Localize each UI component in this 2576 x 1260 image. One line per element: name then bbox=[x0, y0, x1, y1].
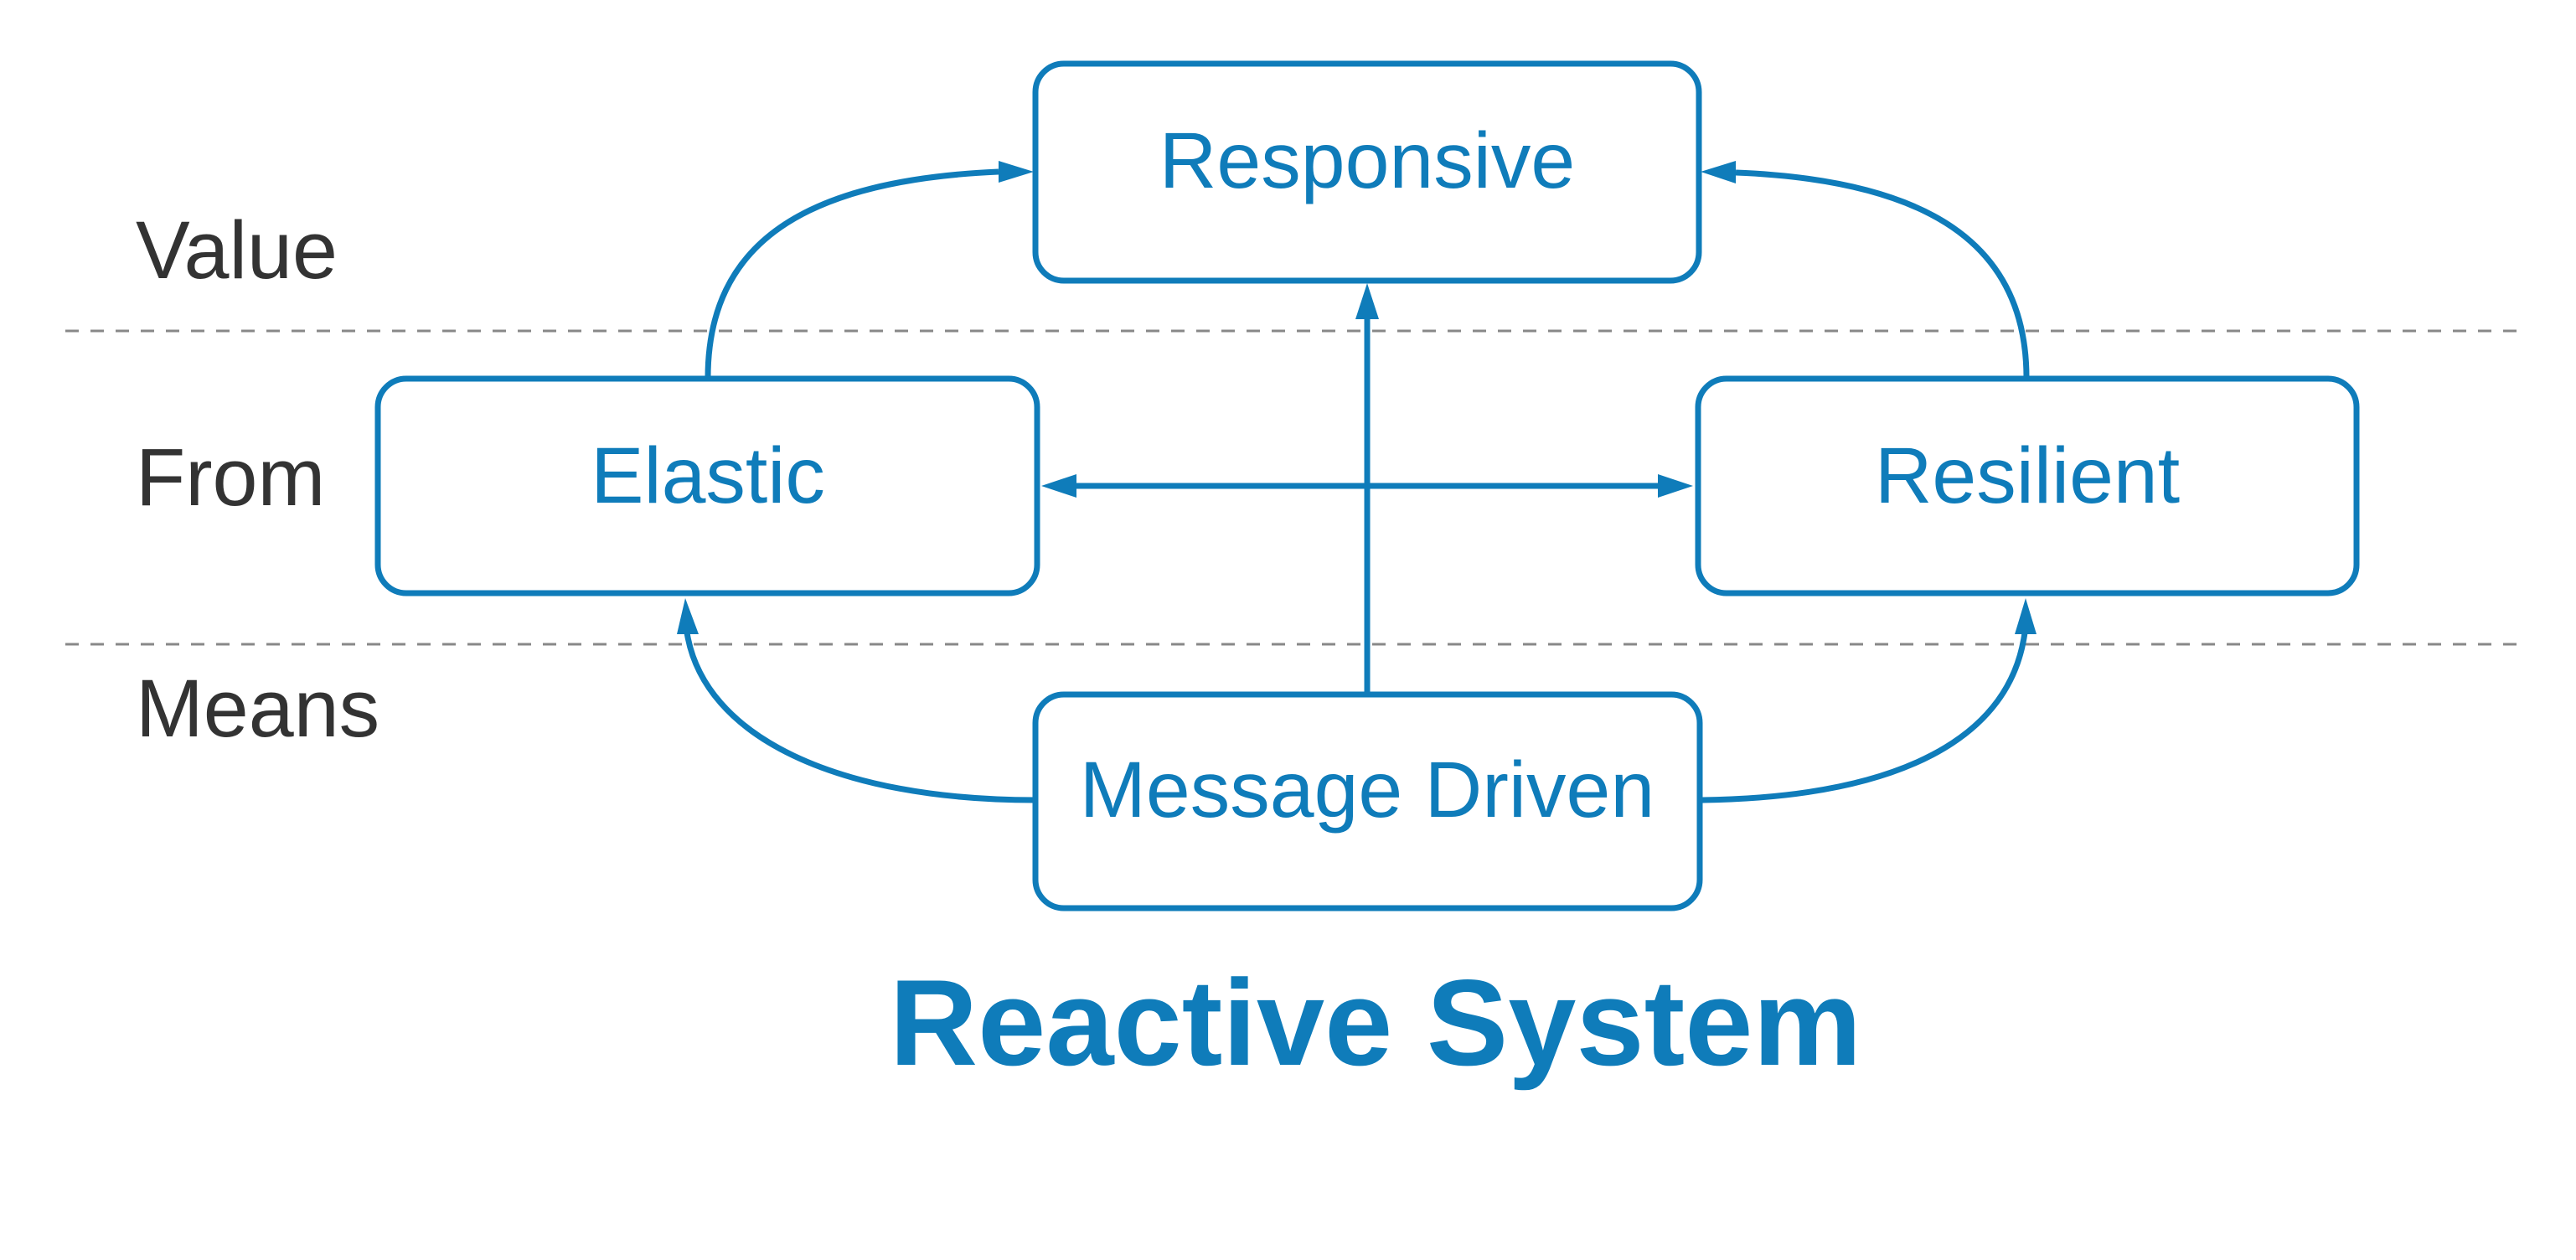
layer-label-from: From bbox=[136, 431, 325, 523]
node-resilient-label: Resilient bbox=[1875, 431, 2180, 520]
diagram-title: Reactive System bbox=[890, 954, 1862, 1091]
node-elastic: Elastic bbox=[374, 375, 1040, 596]
node-resilient-box bbox=[1695, 375, 2360, 596]
edge-message-driven-to-resilient bbox=[1700, 632, 2028, 803]
node-message-driven: Message Driven bbox=[1032, 691, 1703, 911]
edge-resilient-to-responsive bbox=[1735, 169, 2030, 379]
node-elastic-box bbox=[374, 375, 1040, 596]
arrowhead-to-resilient bbox=[1658, 474, 1693, 498]
arrowhead-message-driven-to-elastic bbox=[677, 598, 699, 634]
node-responsive-box bbox=[1032, 60, 1702, 284]
layer-label-value: Value bbox=[136, 204, 338, 296]
node-message-driven-box bbox=[1032, 691, 1703, 911]
node-responsive-label: Responsive bbox=[1159, 116, 1575, 205]
node-responsive: Responsive bbox=[1032, 60, 1702, 284]
arrowhead-to-elastic bbox=[1041, 474, 1076, 498]
arrowhead-resilient-to-responsive bbox=[1701, 161, 1736, 183]
node-elastic-label: Elastic bbox=[591, 431, 825, 520]
edge-elastic-to-responsive bbox=[705, 168, 999, 379]
layer-label-means: Means bbox=[136, 663, 379, 754]
node-resilient: Resilient bbox=[1695, 375, 2360, 596]
arrowhead-message-driven-to-resilient bbox=[2015, 598, 2037, 634]
arrowhead-elastic-to-responsive bbox=[999, 161, 1034, 183]
node-message-driven-label: Message Driven bbox=[1080, 746, 1655, 834]
arrowhead-message-driven-to-responsive bbox=[1355, 283, 1379, 319]
edge-message-driven-to-elastic bbox=[684, 632, 1036, 803]
